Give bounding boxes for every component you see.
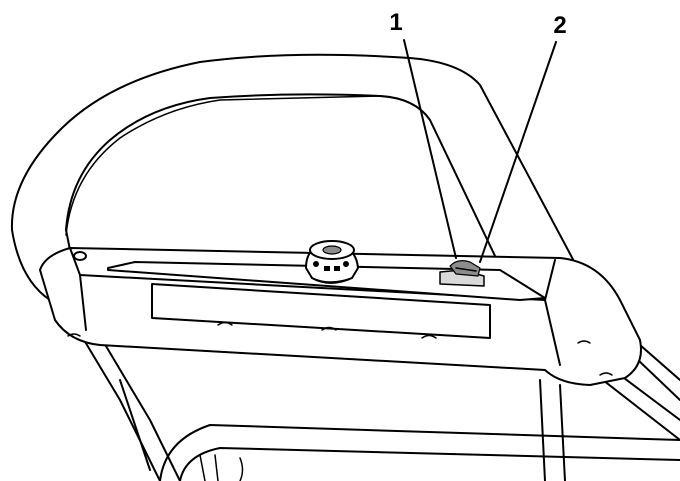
throttle-knob bbox=[305, 240, 359, 284]
key-switch bbox=[449, 260, 481, 277]
callout-number-2: 2 bbox=[553, 12, 566, 39]
callout-number-1: 1 bbox=[389, 9, 402, 36]
leader-line-1 bbox=[403, 39, 457, 259]
callout-leaders bbox=[403, 39, 557, 263]
decal-window bbox=[151, 283, 491, 339]
handle-inner-edge bbox=[65, 95, 381, 236]
panel-screws bbox=[67, 251, 613, 376]
leader-line-2 bbox=[479, 41, 557, 263]
